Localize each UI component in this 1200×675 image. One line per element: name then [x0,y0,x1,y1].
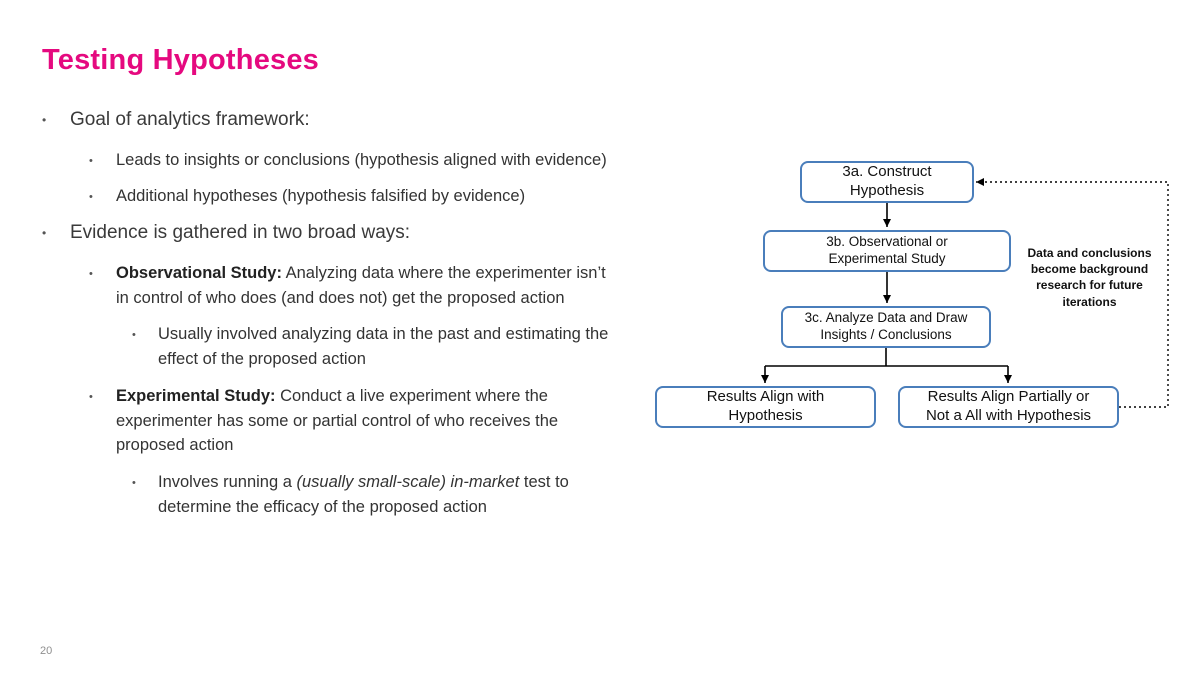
bullet-marker: • [42,113,47,127]
bullet-marker: • [132,329,136,342]
bullet-item-additional-hypotheses: • Additional hypotheses (hypothesis fals… [89,184,657,209]
bullet-text: Experimental Study: Conduct a live exper… [116,384,621,458]
bullet-marker: • [89,154,93,167]
flow-box-line1: 3a. Construct [842,163,932,181]
flow-box-line1: 3c. Analyze Data and Draw [804,310,968,326]
bullet-text-post: test to determine the efficacy of the pr… [158,473,569,516]
flow-box-line2: Experimental Study [828,251,946,266]
bullet-item-experimental-study: • Experimental Study: Conduct a live exp… [89,384,657,458]
bullet-text: Usually involved analyzing data in the p… [158,325,609,369]
bullet-text-italic: (usually small-scale) in-market [296,473,520,492]
bullet-marker: • [132,477,136,490]
bullet-marker: • [89,390,93,403]
flow-box-line2: Not a All with Hypothesis [925,407,1092,424]
flow-box-line2: Insights / Conclusions [820,327,952,342]
bullet-marker: • [42,226,47,241]
flow-box-line2: Hypothesis [728,407,803,424]
page-title: Testing Hypotheses [42,44,320,76]
bullet-text-rest: Conduct a live experiment where the expe… [116,386,559,455]
bullet-item-observational-study: • Observational Study: Analyzing data wh… [89,261,657,311]
bullet-text: Involves running a (usually small-scale)… [158,470,638,520]
bullet-item-insights: • Leads to insights or conclusions (hypo… [89,148,657,173]
bullet-text-rest: Analyzing data where the experimenter is… [116,263,606,307]
flow-box-line1: 3b. Observational or [826,234,948,250]
flow-box-line1: Results Align with [706,388,825,406]
bullet-list: • Goal of analytics framework: • Leads t… [42,108,657,532]
bullet-text: Goal of analytics framework: [70,109,310,130]
flowchart-annotation: Data and conclusions become background r… [1027,246,1152,309]
bullet-text-pre: Involves running a [158,473,297,492]
flow-box-line2: Hypothesis [849,182,925,199]
bullet-text: Leads to insights or conclusions (hypoth… [116,150,607,169]
bullet-text-bold: Observational Study: [116,263,282,282]
bullet-item-past-data: • Usually involved analyzing data in the… [132,322,657,372]
flow-box-line1: Results Align Partially or [927,388,1090,406]
bullet-item-in-market-test: • Involves running a (usually small-scal… [132,470,657,520]
bullet-item-evidence: • Evidence is gathered in two broad ways… [42,221,657,246]
bullet-text: Observational Study: Analyzing data wher… [116,261,621,311]
bullet-text: Additional hypotheses (hypothesis falsif… [116,187,526,206]
bullet-marker: • [89,267,93,280]
bullet-item-goal: • Goal of analytics framework: [42,108,657,133]
bullet-text: Evidence is gathered in two broad ways: [70,222,411,244]
page-number: 20 [40,645,53,657]
bullet-text-bold: Experimental Study: [116,386,276,405]
bullet-marker: • [89,191,93,204]
